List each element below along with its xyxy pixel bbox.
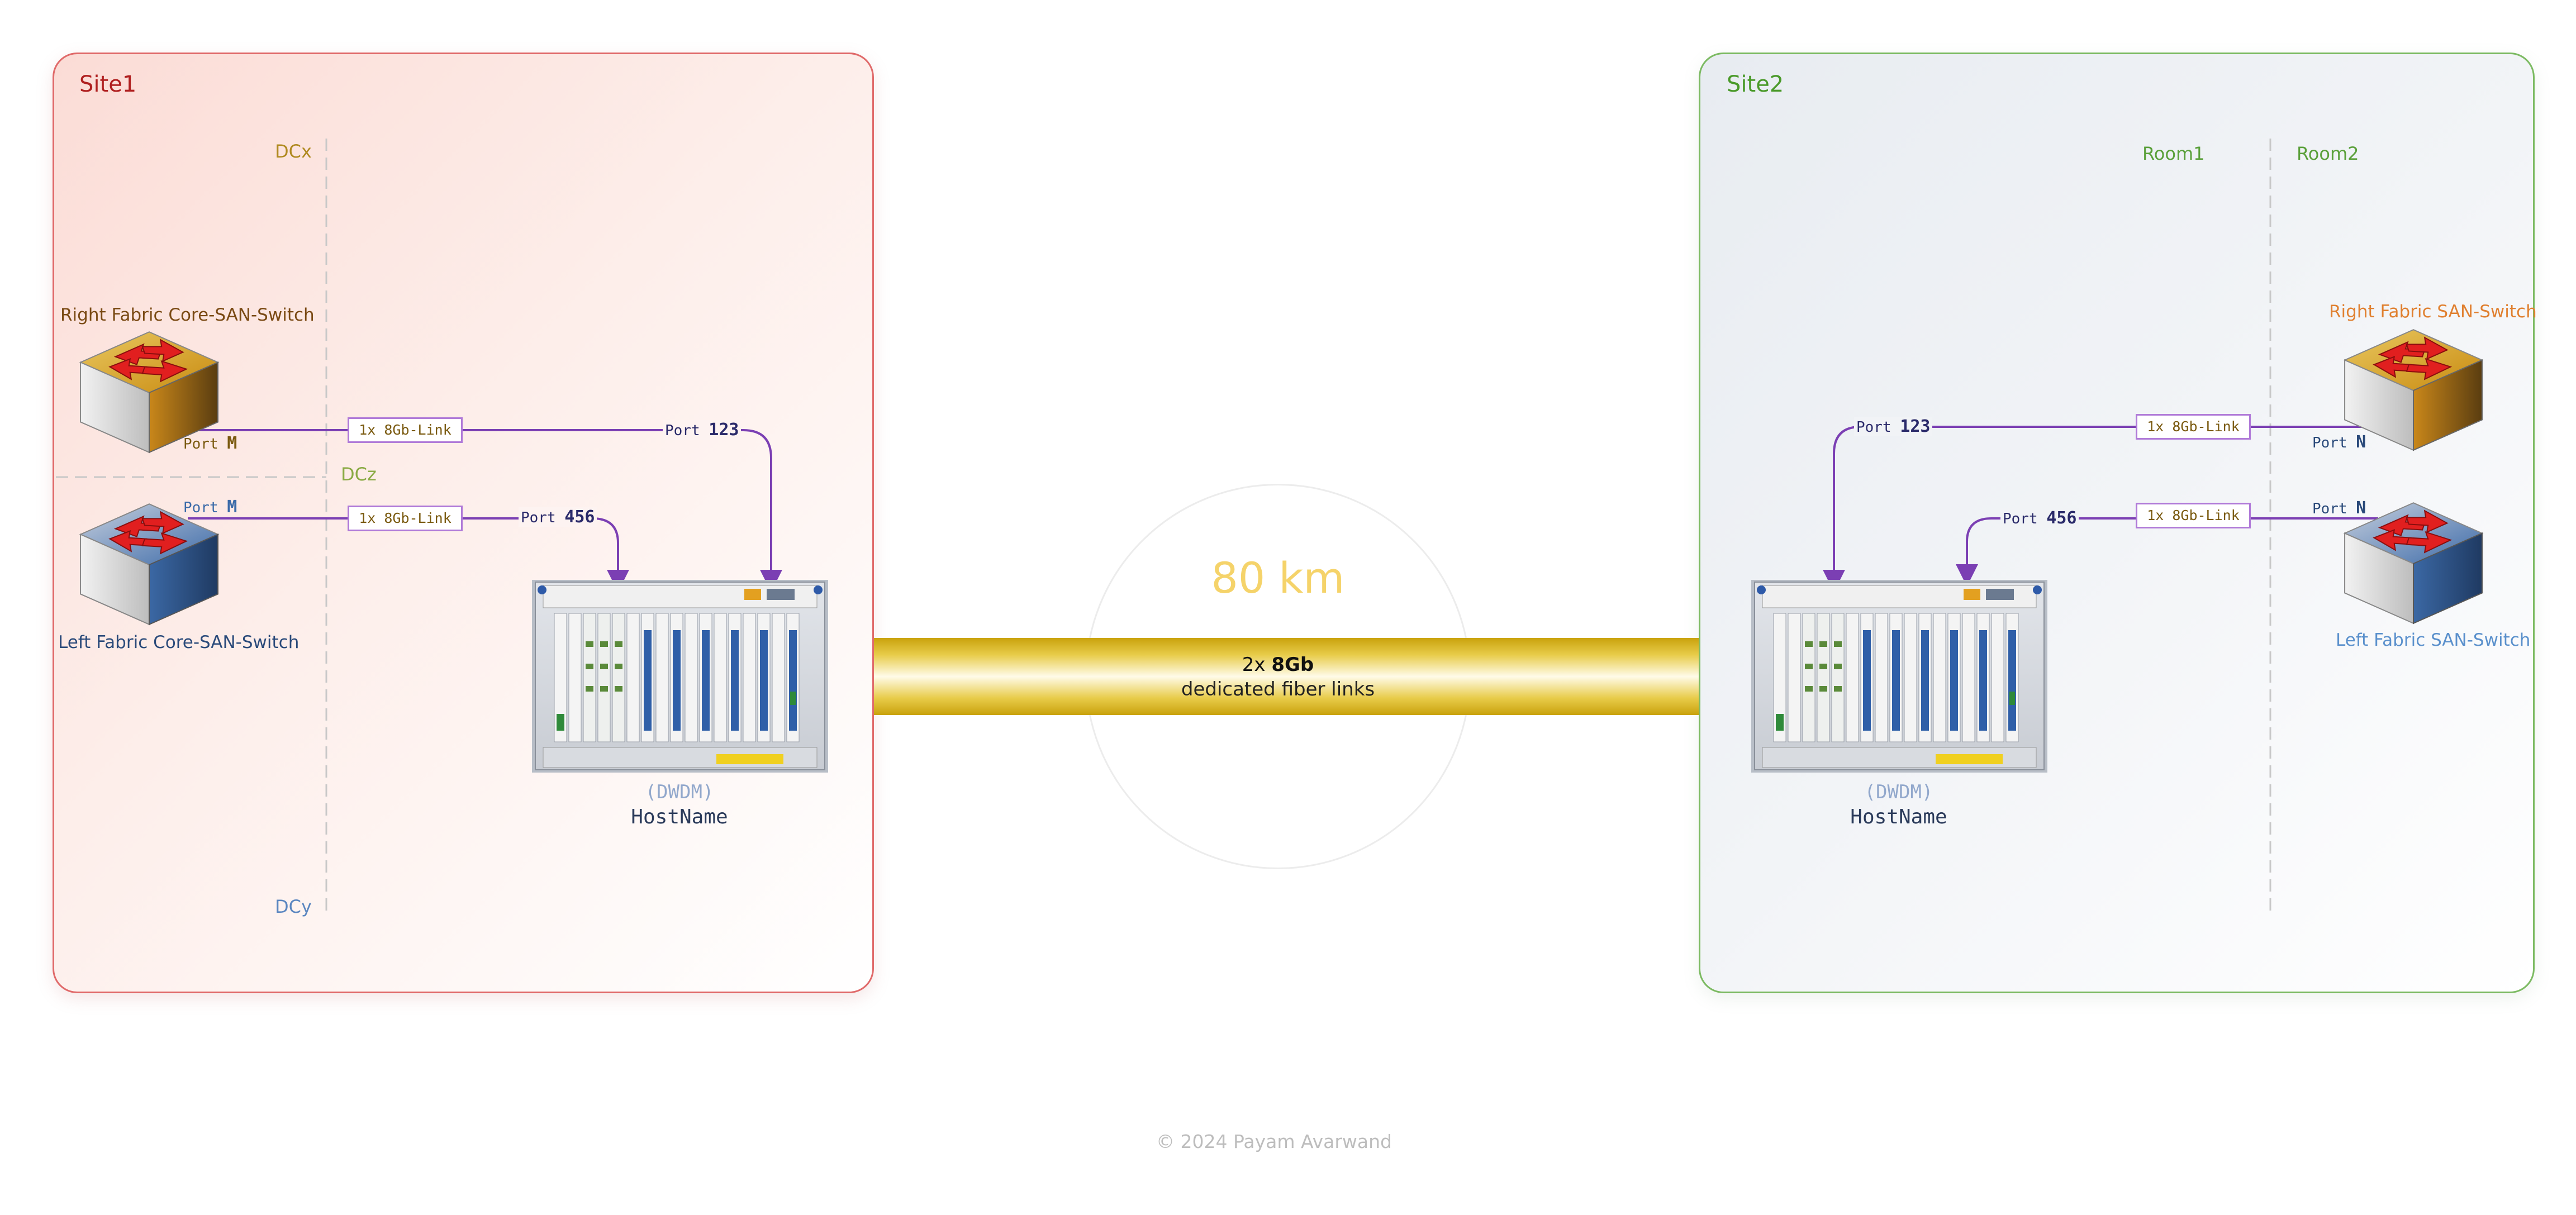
site1-zone-dcz: DCz (341, 464, 377, 485)
site1-right-switch-title: Right Fabric Core-SAN-Switch (60, 305, 315, 325)
site1-link-bottom-label: 1x 8Gb-Link (348, 506, 463, 531)
site1-left-switch-port: Port M (183, 497, 237, 517)
port-prefix: Port (183, 436, 218, 452)
site1-zone-dcy: DCy (275, 896, 312, 917)
site2-left-switch-port: Port N (2312, 498, 2366, 518)
fiber-description: dedicated fiber links (1181, 678, 1375, 701)
site1-dwdm-hostname: HostName (631, 806, 728, 828)
port-prefix: Port (2003, 511, 2038, 527)
copyright-footer: © 2024 Payam Avarwand (1156, 1131, 1392, 1152)
fiber-capacity: 2x 8Gb (1135, 654, 1420, 676)
port-id: 456 (564, 507, 595, 527)
site1-dwdm-port-top: Port 123 (663, 420, 742, 440)
port-prefix: Port (2312, 435, 2347, 451)
site1-dwdm-port-bottom: Port 456 (519, 507, 597, 527)
site2-link-top-line (1823, 426, 2378, 592)
port-id: M (227, 497, 237, 517)
fiber-speed: 8Gb (1271, 654, 1314, 676)
site1-zone-dcx: DCx (275, 141, 312, 162)
site1-dwdm-type: (DWDM) (645, 781, 714, 803)
port-prefix: Port (1856, 419, 1891, 436)
site2-dwdm-hostname: HostName (1850, 806, 1947, 828)
site2-title: Site2 (1727, 72, 1784, 97)
site2-dwdm-port-top: Port 123 (1854, 417, 1933, 436)
site2-zone-room1: Room1 (2142, 143, 2205, 164)
site2-right-switch-port: Port N (2312, 432, 2366, 452)
site1-left-switch-title: Left Fabric Core-SAN-Switch (58, 632, 300, 652)
port-prefix: Port (521, 509, 556, 526)
site1-dwdm-chassis-icon (532, 580, 828, 773)
site2-right-switch-title: Right Fabric SAN-Switch (2329, 302, 2537, 322)
port-id: 123 (1900, 417, 1931, 436)
port-id: N (2356, 498, 2366, 518)
site2-dwdm-port-bottom: Port 456 (2000, 508, 2079, 528)
fiber-link-bar (874, 638, 1699, 715)
port-id: 456 (2046, 508, 2077, 528)
port-id: N (2356, 432, 2366, 452)
site2-link-bottom-line (1956, 517, 2378, 587)
port-prefix: Port (665, 422, 700, 439)
site2-link-bottom-label: 1x 8Gb-Link (2136, 503, 2251, 528)
site2-dwdm-type: (DWDM) (1864, 781, 1933, 803)
site1-title: Site1 (79, 72, 137, 97)
site2-left-switch-icon (2344, 502, 2483, 624)
port-id: M (227, 433, 237, 453)
site1-link-top-line (188, 429, 782, 592)
site2-dwdm-chassis-icon (1751, 580, 2047, 773)
port-prefix: Port (2312, 501, 2347, 517)
port-id: 123 (709, 420, 739, 440)
site1-link-top-label: 1x 8Gb-Link (348, 417, 463, 443)
site2-left-switch-title: Left Fabric SAN-Switch (2336, 630, 2531, 650)
site2-zone-room2: Room2 (2297, 143, 2359, 164)
site2-link-top-label: 1x 8Gb-Link (2136, 414, 2251, 440)
port-prefix: Port (183, 499, 218, 516)
site1-left-switch-icon (80, 503, 218, 625)
fiber-count: 2x (1242, 654, 1266, 676)
fiber-distance: 80 km (1211, 553, 1345, 603)
site1-right-switch-port: Port M (183, 433, 237, 453)
